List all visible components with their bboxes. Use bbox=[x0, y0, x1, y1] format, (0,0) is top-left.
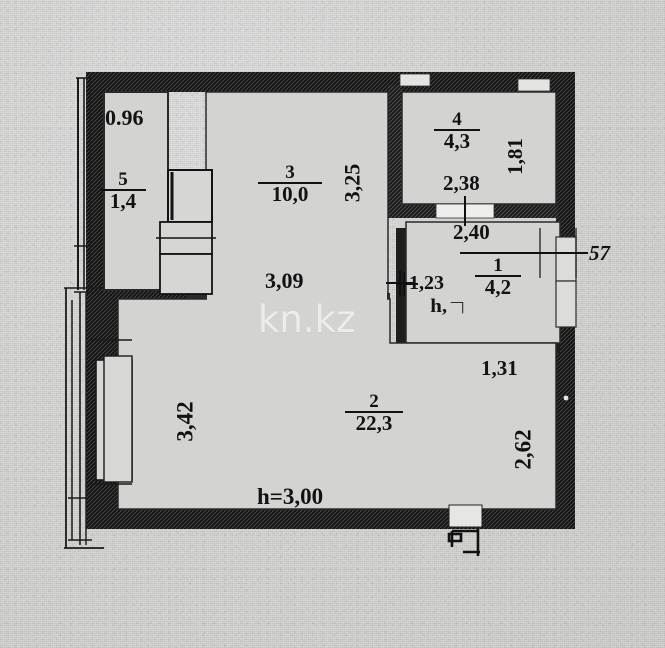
room-2-number: 2 bbox=[369, 391, 379, 412]
room-3-number: 3 bbox=[285, 162, 295, 183]
room-2-area: 22,3 bbox=[345, 411, 403, 434]
room-4-label: 4 4,3 bbox=[434, 110, 480, 153]
room-4-number: 4 bbox=[452, 109, 462, 130]
room-1-number: 1 bbox=[493, 255, 503, 276]
openings bbox=[396, 73, 577, 556]
balcony-glazing bbox=[64, 77, 133, 549]
dim-room4-height-right: 1,81 bbox=[502, 138, 527, 175]
room-5-area: 1,4 bbox=[100, 189, 146, 212]
marker-57: 57 bbox=[589, 241, 610, 265]
dim-room2-height-right: 2,62 bbox=[510, 429, 536, 470]
room-5-number: 5 bbox=[118, 169, 128, 190]
balcony-door-block bbox=[156, 169, 216, 295]
dimension-ticks bbox=[386, 228, 588, 296]
dim-room1-width-left: 1,23 bbox=[409, 272, 444, 294]
dim-room2-height-left: 3,42 bbox=[172, 401, 198, 442]
room-1-label: 1 4,2 bbox=[475, 256, 521, 299]
dim-room3-width-bottom: 3,09 bbox=[265, 268, 304, 293]
dim-room3-height-right: 3,25 bbox=[339, 163, 365, 203]
room-2-label: 2 22,3 bbox=[345, 392, 403, 435]
room-3-label: 3 10,0 bbox=[258, 163, 322, 206]
room-3-area: 10,0 bbox=[258, 182, 322, 205]
room-floors bbox=[103, 91, 561, 510]
room-1-area: 4,2 bbox=[475, 275, 521, 298]
room-4-area: 4,3 bbox=[434, 129, 480, 152]
dim-room4-width-bottom: 2,38 bbox=[443, 171, 480, 195]
dim-room1-width-bottom: 1,31 bbox=[481, 356, 518, 380]
dim-corridor-width: 2,40 bbox=[453, 220, 490, 244]
dim-ceiling-height: h=3,00 bbox=[257, 484, 324, 509]
dim-balcony-width-top: 0.96 bbox=[105, 105, 144, 130]
room-5-label: 5 1,4 bbox=[100, 170, 146, 213]
fixture-mark-icon: h,∟ bbox=[430, 296, 468, 318]
